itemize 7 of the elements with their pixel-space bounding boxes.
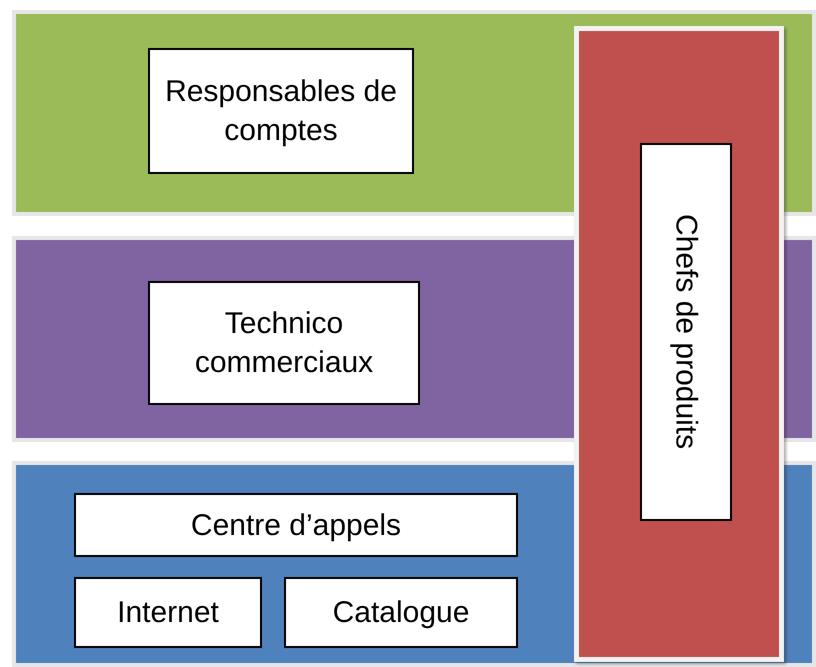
- box-label: Centre d’appels: [190, 508, 402, 544]
- box-label: Catalogue: [332, 595, 470, 631]
- box-label: Responsables de comptes: [164, 74, 398, 149]
- box-label: Technico commerciaux: [194, 306, 374, 381]
- box-label: Chefs de produits: [668, 214, 704, 450]
- vertical-bar: [574, 26, 784, 662]
- box-label: Internet: [117, 595, 219, 631]
